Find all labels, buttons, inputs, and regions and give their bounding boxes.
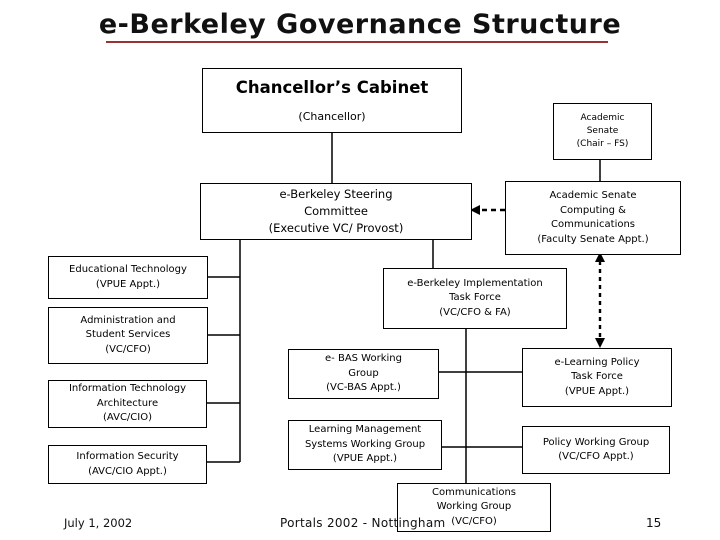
node-communications-working-group: Communications Working Group (VC/CFO) [397,483,551,532]
node-elearning-policy-task-force: e-Learning Policy Task Force (VPUE Appt.… [522,348,672,407]
node-academic-senate-computing-communications: Academic Senate Computing & Communicatio… [505,181,681,255]
arrowhead-down-icon [595,338,605,348]
node-implementation-task-force: e-Berkeley Implementation Task Force (VC… [383,268,567,329]
node-chancellors-cabinet-subtitle: (Chancellor) [298,109,366,123]
node-learning-management-systems-working-group: Learning Management Systems Working Grou… [288,420,442,470]
arrowhead-up-icon [595,252,605,262]
slide-title: e-Berkeley Governance Structure [98,9,622,40]
node-chancellors-cabinet: Chancellor’s Cabinet (Chancellor) [202,68,462,133]
node-educational-technology: Educational Technology (VPUE Appt.) [48,256,208,299]
node-steering-committee: e-Berkeley Steering Committee (Executive… [200,183,472,240]
node-ebas-working-group: e- BAS Working Group (VC-BAS Appt.) [288,349,439,399]
footer-event: Portals 2002 - Nottingham [280,516,446,530]
node-policy-working-group: Policy Working Group (VC/CFO Appt.) [522,426,670,474]
node-information-technology-architecture: Information Technology Architecture (AVC… [48,380,207,428]
arrowhead-left-icon [470,205,480,215]
title-underline [106,41,608,43]
footer-page-number: 15 [646,516,662,530]
node-administration-student-services: Administration and Student Services (VC/… [48,307,208,364]
node-chancellors-cabinet-title: Chancellor’s Cabinet [235,78,429,97]
node-academic-senate: Academic Senate (Chair – FS) [553,103,652,160]
footer-date: July 1, 2002 [64,516,133,530]
node-information-security: Information Security (AVC/CIO Appt.) [48,445,207,484]
